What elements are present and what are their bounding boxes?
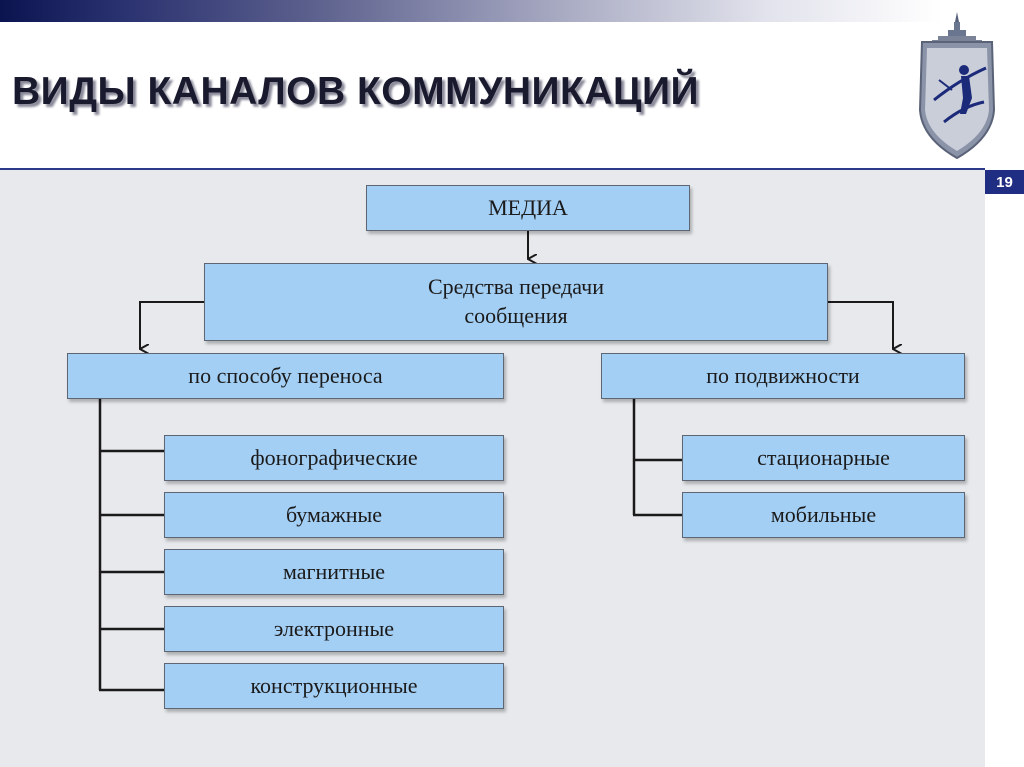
node-stationary: стационарные: [682, 435, 965, 481]
university-crest-icon: [918, 12, 996, 160]
node-by-mobility: по подвижности: [601, 353, 965, 399]
header-divider: [0, 168, 985, 170]
node-by-transfer-method: по способу переноса: [67, 353, 504, 399]
node-transmission-means: Средства передачи сообщения: [204, 263, 828, 341]
node-electronic: электронные: [164, 606, 504, 652]
node-paper: бумажные: [164, 492, 504, 538]
page-number: 19: [985, 170, 1024, 194]
node-magnetic: магнитные: [164, 549, 504, 595]
node-mobile: мобильные: [682, 492, 965, 538]
node-transmission-means-label: Средства передачи сообщения: [427, 274, 604, 328]
node-phonographic: фонографические: [164, 435, 504, 481]
node-media: МЕДИА: [366, 185, 690, 231]
header: [0, 22, 1024, 168]
node-structural: конструкционные: [164, 663, 504, 709]
page-title: ВИДЫ КАНАЛОВ КОММУНИКАЦИЙ: [12, 70, 700, 113]
top-gradient-bar: [0, 0, 1024, 22]
